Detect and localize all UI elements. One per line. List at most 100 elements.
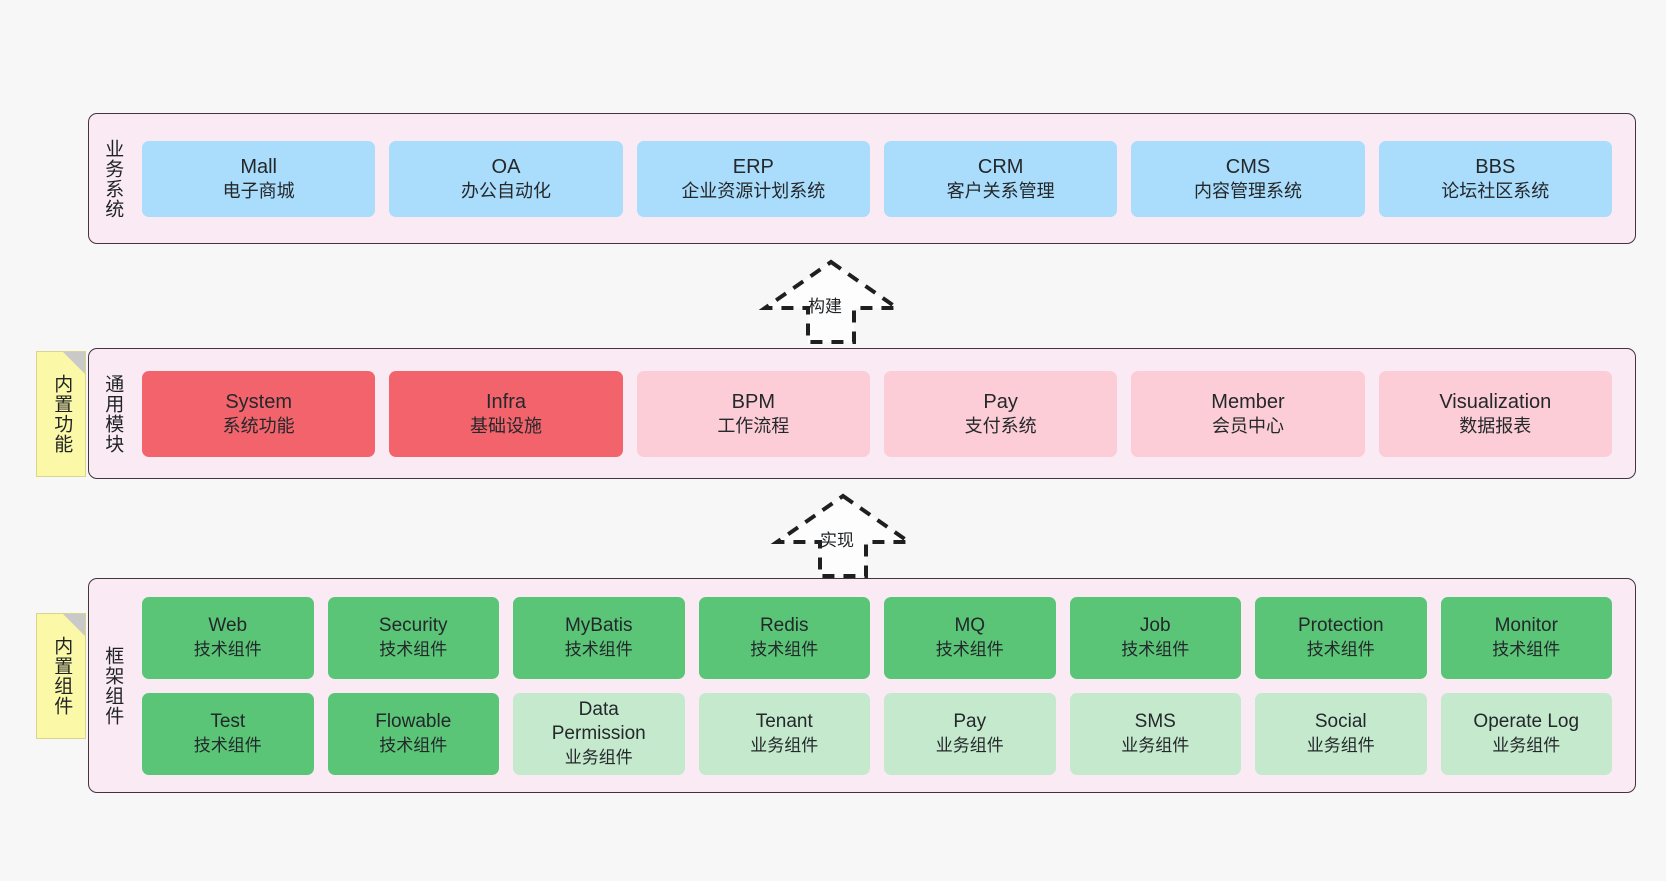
card-title: Member bbox=[1211, 390, 1285, 413]
card-subtitle: 工作流程 bbox=[717, 415, 790, 436]
card-subtitle: 业务组件 bbox=[1306, 735, 1375, 755]
common-modules-card-list: System 系统功能 Infra 基础设施 BPM 工作流程 Pay 支付系统… bbox=[135, 349, 1635, 478]
card-title: OA bbox=[491, 155, 521, 178]
card-title: CMS bbox=[1225, 155, 1271, 178]
card-security[interactable]: Security 技术组件 bbox=[327, 596, 499, 679]
card-subtitle: 技术组件 bbox=[379, 735, 448, 755]
card-pay[interactable]: Pay 支付系统 bbox=[883, 370, 1118, 457]
card-bbs[interactable]: BBS 论坛社区系统 bbox=[1378, 140, 1612, 217]
card-subtitle: 数据报表 bbox=[1459, 415, 1532, 436]
card-member[interactable]: Member 会员中心 bbox=[1131, 370, 1365, 457]
card-bpm[interactable]: BPM 工作流程 bbox=[636, 370, 870, 457]
card-pay-component[interactable]: Pay 业务组件 bbox=[884, 692, 1056, 775]
card-title: Data Permission bbox=[551, 698, 646, 745]
generalization-arrow-icon bbox=[770, 493, 916, 578]
card-title: CRM bbox=[977, 155, 1024, 178]
card-title: SMS bbox=[1134, 711, 1176, 733]
card-tenant[interactable]: Tenant 业务组件 bbox=[698, 692, 870, 775]
card-subtitle: 基础设施 bbox=[469, 415, 542, 436]
card-subtitle: 技术组件 bbox=[564, 639, 633, 659]
card-title: Visualization bbox=[1439, 390, 1552, 413]
folded-corner-icon bbox=[63, 614, 85, 636]
card-subtitle: 电子商城 bbox=[222, 180, 295, 201]
card-title: Infra bbox=[485, 390, 526, 413]
card-data-permission[interactable]: Data Permission 业务组件 bbox=[513, 692, 685, 775]
card-title: MyBatis bbox=[564, 615, 633, 637]
folded-corner-icon bbox=[63, 352, 85, 374]
card-monitor[interactable]: Monitor 技术组件 bbox=[1440, 596, 1612, 679]
card-title: Tenant bbox=[755, 711, 813, 733]
note-label: 内置功能 bbox=[51, 374, 73, 454]
connector-implement-label: 实现 bbox=[820, 531, 854, 550]
framework-row-business: Test 技术组件 Flowable 技术组件 Data Permission … bbox=[135, 692, 1619, 775]
card-title: Redis bbox=[759, 615, 809, 637]
business-systems-card-list: Mall 电子商城 OA 办公自动化 ERP 企业资源计划系统 CRM 客户关系… bbox=[135, 114, 1635, 243]
card-subtitle: 客户关系管理 bbox=[946, 180, 1055, 201]
card-visualization[interactable]: Visualization 数据报表 bbox=[1378, 370, 1612, 457]
card-title: Protection bbox=[1297, 615, 1384, 637]
card-subtitle: 业务组件 bbox=[750, 735, 819, 755]
card-subtitle: 技术组件 bbox=[1492, 639, 1561, 659]
card-test[interactable]: Test 技术组件 bbox=[142, 692, 314, 775]
card-title: Security bbox=[378, 615, 448, 637]
card-system[interactable]: System 系统功能 bbox=[142, 370, 376, 457]
card-title: BBS bbox=[1475, 155, 1516, 178]
card-mall[interactable]: Mall 电子商城 bbox=[142, 140, 376, 217]
card-title: Social bbox=[1314, 711, 1367, 733]
card-flowable[interactable]: Flowable 技术组件 bbox=[327, 692, 499, 775]
connector-build-label: 构建 bbox=[808, 297, 842, 316]
card-title: Pay bbox=[983, 390, 1018, 413]
card-social[interactable]: Social 业务组件 bbox=[1255, 692, 1427, 775]
card-subtitle: 业务组件 bbox=[564, 748, 633, 768]
section-title-common-modules: 通用模块 bbox=[102, 373, 124, 454]
card-title: Mall bbox=[240, 155, 277, 178]
card-title: MQ bbox=[954, 615, 986, 637]
card-web[interactable]: Web 技术组件 bbox=[142, 596, 314, 679]
card-job[interactable]: Job 技术组件 bbox=[1069, 596, 1241, 679]
card-subtitle: 技术组件 bbox=[1306, 639, 1375, 659]
card-subtitle: 技术组件 bbox=[935, 639, 1004, 659]
card-redis[interactable]: Redis 技术组件 bbox=[698, 596, 870, 679]
connector-implement: 实现 bbox=[768, 490, 918, 580]
card-subtitle: 业务组件 bbox=[1492, 735, 1561, 755]
card-subtitle: 技术组件 bbox=[750, 639, 819, 659]
card-subtitle: 技术组件 bbox=[193, 735, 262, 755]
card-mq[interactable]: MQ 技术组件 bbox=[884, 596, 1056, 679]
card-mybatis[interactable]: MyBatis 技术组件 bbox=[513, 596, 685, 679]
card-subtitle: 业务组件 bbox=[935, 735, 1004, 755]
note-label: 内置组件 bbox=[51, 636, 73, 716]
card-title: System bbox=[225, 390, 292, 413]
card-title: Pay bbox=[953, 711, 987, 733]
card-title: Monitor bbox=[1494, 615, 1558, 637]
card-title: Job bbox=[1139, 615, 1171, 637]
generalization-arrow-icon bbox=[758, 259, 904, 344]
card-crm[interactable]: CRM 客户关系管理 bbox=[883, 140, 1118, 217]
card-sms[interactable]: SMS 业务组件 bbox=[1069, 692, 1241, 775]
framework-components-card-grid: Web 技术组件 Security 技术组件 MyBatis 技术组件 Redi… bbox=[135, 579, 1635, 792]
card-subtitle: 企业资源计划系统 bbox=[681, 180, 826, 201]
card-title: Flowable bbox=[375, 711, 452, 733]
card-title: BPM bbox=[731, 390, 775, 413]
section-business-systems: 业务系统 Mall 电子商城 OA 办公自动化 ERP 企业资源计划系统 CRM… bbox=[88, 113, 1636, 244]
card-subtitle: 系统功能 bbox=[222, 415, 295, 436]
card-cms[interactable]: CMS 内容管理系统 bbox=[1131, 140, 1365, 217]
card-subtitle: 支付系统 bbox=[964, 415, 1037, 436]
card-protection[interactable]: Protection 技术组件 bbox=[1255, 596, 1427, 679]
card-subtitle: 会员中心 bbox=[1211, 415, 1284, 436]
note-builtin-features: 内置功能 bbox=[36, 351, 86, 477]
section-title-business-systems: 业务系统 bbox=[102, 138, 124, 219]
card-title: Web bbox=[208, 615, 248, 637]
note-builtin-components: 内置组件 bbox=[36, 613, 86, 739]
card-title: ERP bbox=[732, 155, 774, 178]
card-oa[interactable]: OA 办公自动化 bbox=[389, 140, 623, 217]
card-subtitle: 技术组件 bbox=[193, 639, 262, 659]
card-operate-log[interactable]: Operate Log 业务组件 bbox=[1440, 692, 1612, 775]
card-subtitle: 办公自动化 bbox=[460, 180, 551, 201]
framework-row-tech: Web 技术组件 Security 技术组件 MyBatis 技术组件 Redi… bbox=[135, 596, 1619, 679]
card-title: Operate Log bbox=[1473, 711, 1580, 733]
section-title-framework-components: 框架组件 bbox=[102, 645, 124, 726]
card-erp[interactable]: ERP 企业资源计划系统 bbox=[636, 140, 870, 217]
connector-build: 构建 bbox=[756, 256, 906, 346]
card-infra[interactable]: Infra 基础设施 bbox=[389, 370, 623, 457]
